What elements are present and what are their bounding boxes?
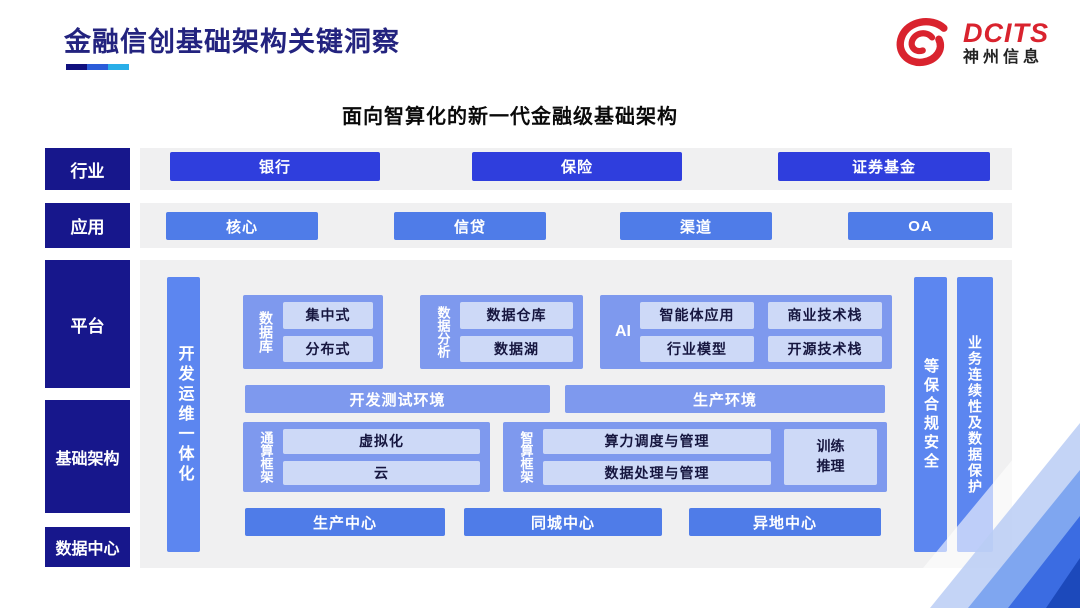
database-item-distributed: 分布式: [283, 335, 373, 362]
logo-company-text: 神州信息: [963, 48, 1044, 66]
center-remote: 异地中心: [689, 508, 881, 536]
group-ai-label: AI: [615, 323, 631, 340]
application-item-oa: OA: [848, 212, 993, 240]
pillar-devops: 开发运维一体化: [167, 277, 200, 552]
pillar-security-compliance: 等保合规安全: [914, 277, 947, 552]
general-compute-item-cloud: 云: [283, 460, 480, 485]
center-production: 生产中心: [245, 508, 445, 536]
page-title: 金融信创基础架构关键洞察: [64, 27, 400, 57]
application-item-core: 核心: [166, 212, 318, 240]
smart-compute-train-infer-box: 训练 推理: [784, 429, 877, 485]
group-smart-compute: 智算框架 算力调度与管理 数据处理与管理 训练 推理: [503, 422, 887, 492]
env-production: 生产环境: [565, 385, 885, 413]
corner-stripe-4: [1008, 516, 1080, 608]
env-dev-test: 开发测试环境: [245, 385, 550, 413]
ai-item-industry-model: 行业模型: [640, 335, 754, 362]
analytics-item-warehouse: 数据仓库: [460, 302, 573, 329]
group-general-compute-label: 通算框架: [258, 431, 274, 483]
application-item-channel: 渠道: [620, 212, 772, 240]
side-label-datacenter: 数据中心: [45, 527, 130, 567]
general-compute-item-virtualization: 虚拟化: [283, 429, 480, 454]
industry-item-securities: 证券基金: [778, 152, 990, 181]
infer-label: 推理: [816, 458, 845, 474]
company-logo: DCITS 神州信息: [893, 16, 1049, 70]
group-database-label: 数据库: [258, 311, 274, 353]
group-analytics: 数据分析 数据仓库 数据湖: [420, 295, 583, 369]
group-database: 数据库 集中式 分布式: [243, 295, 383, 369]
side-label-application: 应用: [45, 203, 130, 248]
center-same-city: 同城中心: [464, 508, 662, 536]
corner-stripe-5: [1046, 558, 1080, 608]
logo-brand-text: DCITS: [963, 18, 1049, 49]
ai-item-commercial-stack: 商业技术栈: [768, 302, 882, 329]
ai-item-agent-app: 智能体应用: [640, 302, 754, 329]
industry-item-insurance: 保险: [472, 152, 682, 181]
title-accent-bar: [66, 64, 129, 70]
application-item-credit: 信贷: [394, 212, 546, 240]
analytics-item-lake: 数据湖: [460, 335, 573, 362]
ai-item-open-source-stack: 开源技术栈: [768, 335, 882, 362]
industry-item-bank: 银行: [170, 152, 380, 181]
group-analytics-label: 数据分析: [435, 306, 451, 358]
side-label-platform: 平台: [45, 260, 130, 388]
smart-compute-item-data-processing: 数据处理与管理: [543, 460, 771, 485]
group-general-compute: 通算框架 虚拟化 云: [243, 422, 490, 492]
train-label: 训练: [816, 438, 845, 455]
group-ai: AI 智能体应用 商业技术栈 行业模型 开源技术栈: [600, 295, 892, 369]
pillar-business-continuity: 业务连续性及数据保护: [957, 277, 993, 552]
side-label-industry: 行业: [45, 148, 130, 190]
dcits-swirl-icon: [893, 16, 955, 70]
diagram-title: 面向智算化的新一代金融级基础架构: [342, 106, 678, 128]
database-item-centralized: 集中式: [283, 302, 373, 329]
side-label-infrastructure: 基础架构: [45, 400, 130, 513]
smart-compute-item-scheduling: 算力调度与管理: [543, 429, 771, 454]
group-smart-compute-label: 智算框架: [518, 431, 534, 483]
